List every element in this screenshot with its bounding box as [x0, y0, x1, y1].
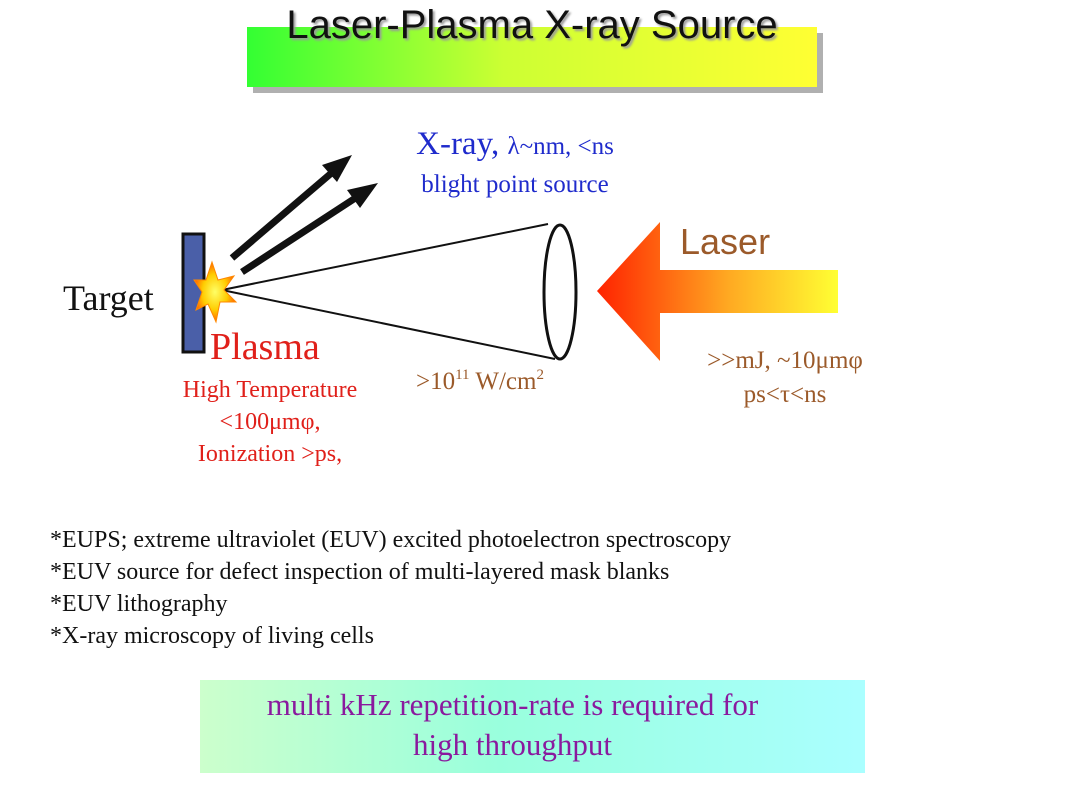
requirement-line-1: multi kHz repetition-rate is required fo… [266, 687, 759, 722]
xray-sub-label: blight point source [421, 171, 609, 198]
xray-label-detail: λ~nm, <ns [507, 133, 614, 160]
applications-list: *EUPS; extreme ultraviolet (EUV) excited… [50, 524, 1010, 652]
requirement-line-2: high throughput [413, 727, 612, 762]
cone-upper-line [221, 223, 549, 291]
lens-ellipse [542, 223, 578, 361]
intensity-exponent: 11 [455, 367, 470, 383]
application-item: *X-ray microscopy of living cells [50, 623, 374, 649]
laser-param-duration: ps<τ<ns [743, 381, 827, 408]
plasma-properties: High Temperature <100μmφ, Ionization >ps… [140, 374, 400, 470]
plasma-line-temperature: High Temperature [182, 377, 358, 403]
xray-arrow-icon [229, 155, 378, 275]
application-item: *EUV lithography [50, 591, 228, 617]
application-item: *EUPS; extreme ultraviolet (EUV) excited… [50, 527, 732, 553]
requirement-text: multi kHz repetition-rate is required fo… [200, 685, 825, 765]
page-title: Laser-Plasma X-ray Source [286, 3, 778, 47]
intensity-label: >1011 W/cm2 [416, 360, 544, 397]
target-label: Target [63, 278, 154, 318]
intensity-base: >10 [416, 368, 456, 395]
xray-label: X-ray, λ~nm, <ns [360, 124, 670, 167]
laser-parameters: >>mJ, ~10μmφ ps<τ<ns [660, 344, 910, 412]
cone-lower-line [221, 289, 556, 360]
intensity-unit: W/cm [469, 368, 537, 395]
target-plate [181, 232, 206, 354]
laser-arrow-icon [597, 222, 838, 361]
application-item: *EUV source for defect inspection of mul… [50, 559, 670, 585]
intensity-unit-exponent: 2 [536, 367, 544, 383]
plasma-line-ionization: Ionization >ps, [197, 441, 343, 467]
laser-param-energy: >>mJ, ~10μmφ [707, 347, 863, 374]
title-banner [247, 27, 817, 87]
requirement-box [200, 680, 865, 773]
xray-label-main: X-ray, [416, 126, 500, 162]
plasma-line-size: <100μmφ, [219, 409, 321, 435]
laser-label: Laser [680, 221, 771, 262]
plasma-label: Plasma [210, 326, 320, 368]
plasma-star-icon [193, 260, 238, 324]
